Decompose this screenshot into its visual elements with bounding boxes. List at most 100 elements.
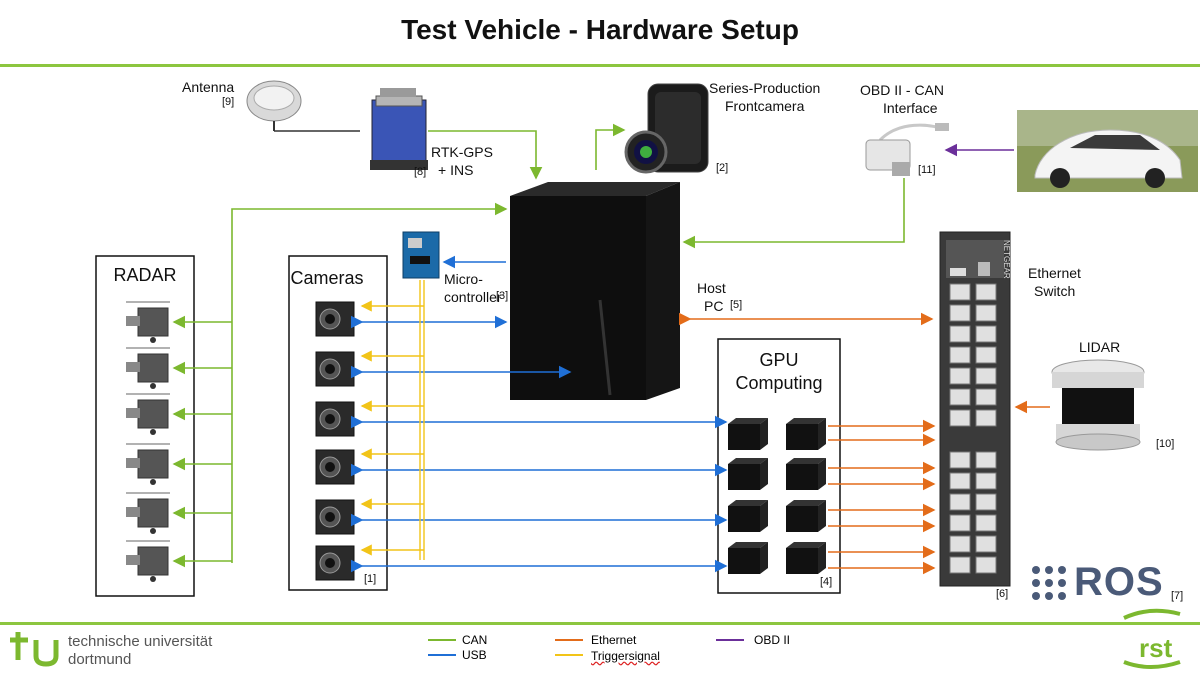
- cameras-ref: [1]: [364, 573, 377, 585]
- rst-logo-icon: [1123, 608, 1181, 669]
- antenna-icon: [246, 80, 360, 132]
- gpu-unit: [786, 500, 826, 532]
- ethernet-links: [678, 312, 1050, 414]
- camera-sensor: [315, 351, 355, 387]
- can-rtk-to-pc: [428, 130, 543, 180]
- switch-port: [975, 367, 997, 385]
- switch-ref: [6]: [996, 588, 1009, 600]
- microcontroller-icon: [402, 231, 440, 279]
- gpu-unit: [786, 458, 826, 490]
- antenna-ref: [9]: [222, 96, 235, 108]
- switch-port: [949, 367, 971, 385]
- rtk-ref: [8]: [414, 166, 427, 178]
- switch-port: [949, 493, 971, 511]
- ros-text: ROS: [1074, 560, 1164, 604]
- radar-sensor: [126, 347, 170, 389]
- legend-lines: [428, 639, 744, 656]
- legend-trigger: Triggersignal: [591, 649, 660, 663]
- radar-sensor: [126, 443, 170, 485]
- gpu-title-1: GPU: [759, 350, 799, 370]
- micro-ref: [3]: [496, 290, 509, 302]
- gpu-units: [728, 418, 826, 574]
- frontcam-ref: [2]: [716, 162, 729, 174]
- frontcam-label-2: Frontcamera: [725, 98, 805, 114]
- switch-port: [949, 556, 971, 574]
- switch-ports: [949, 283, 997, 574]
- usb-camera-links: [350, 315, 728, 573]
- switch-port: [949, 472, 971, 490]
- gpu-unit: [728, 418, 768, 450]
- gpu-ref: [4]: [820, 576, 833, 588]
- legend-usb: USB: [462, 648, 487, 662]
- radar-title: RADAR: [113, 265, 177, 285]
- camera-sensor: [315, 499, 355, 535]
- legend-obd: OBD II: [754, 633, 791, 647]
- switch-port: [975, 535, 997, 553]
- switch-port: [975, 388, 997, 406]
- camera-sensors: [315, 301, 355, 581]
- lidar-icon: [1051, 359, 1145, 451]
- switch-port: [949, 535, 971, 553]
- ros-ref: [7]: [1171, 590, 1184, 602]
- host-ref: [5]: [730, 299, 743, 311]
- uni-name-2: dortmund: [68, 651, 132, 668]
- switch-port: [975, 556, 997, 574]
- trigger-links: [419, 280, 425, 560]
- antenna-label: Antenna: [182, 79, 235, 95]
- switch-port: [949, 451, 971, 469]
- switch-port: [975, 304, 997, 322]
- gpu-unit: [728, 458, 768, 490]
- switch-port: [975, 409, 997, 427]
- lidar-ref: [10]: [1156, 438, 1175, 450]
- radar-sensors: [126, 301, 170, 582]
- micro-label-1: Micro-: [444, 271, 483, 287]
- obd-label-1: OBD II - CAN: [860, 82, 945, 98]
- radar-sensor: [126, 492, 170, 534]
- host-label-2: PC: [704, 298, 724, 314]
- switch-port: [975, 325, 997, 343]
- ethernet-gpu-links: [828, 419, 936, 575]
- switch-port: [975, 472, 997, 490]
- switch-port: [975, 493, 997, 511]
- gpu-unit: [728, 542, 768, 574]
- rst-text: rst: [1139, 633, 1173, 663]
- can-radar-links: [172, 315, 232, 568]
- switch-port: [949, 346, 971, 364]
- switch-port: [975, 451, 997, 469]
- car-icon: [1017, 110, 1198, 192]
- switch-brand-text: NETGEAR: [1002, 240, 1011, 279]
- trigger-camera-links: [360, 300, 424, 556]
- ros-logo-icon: [1032, 566, 1066, 600]
- top-rule: [0, 64, 1200, 67]
- gpu-title-2: Computing: [735, 373, 823, 393]
- rtk-label-2: + INS: [438, 162, 474, 178]
- tu-logo-icon: [10, 632, 59, 667]
- gpu-unit: [786, 418, 826, 450]
- uni-name-1: technische universität: [68, 633, 213, 650]
- obd-ref: [11]: [918, 164, 936, 176]
- obd-label-2: Interface: [883, 100, 938, 116]
- legend-ethernet: Ethernet: [591, 633, 637, 647]
- radar-sensor: [126, 393, 170, 435]
- cameras-title: Cameras: [290, 268, 364, 288]
- switch-port: [949, 283, 971, 301]
- obd-interface-icon: [865, 123, 949, 176]
- bottom-rule: [0, 622, 1200, 625]
- host-pc-icon: [510, 182, 680, 400]
- switch-port: [975, 283, 997, 301]
- rtk-label-1: RTK-GPS: [431, 144, 493, 160]
- radar-sensor: [126, 540, 170, 582]
- lidar-label: LIDAR: [1079, 339, 1121, 355]
- legend-can: CAN: [462, 633, 488, 647]
- ethernet-label-2: Switch: [1034, 283, 1076, 299]
- switch-port: [949, 409, 971, 427]
- rtk-gps-icon: [370, 88, 428, 170]
- camera-sensor: [315, 301, 355, 337]
- can-pc-to-frontcam: [595, 123, 626, 170]
- switch-port: [975, 514, 997, 532]
- can-links: [231, 123, 905, 563]
- radar-sensor: [126, 301, 170, 343]
- switch-port: [949, 388, 971, 406]
- can-bus-to-pc: [231, 202, 508, 320]
